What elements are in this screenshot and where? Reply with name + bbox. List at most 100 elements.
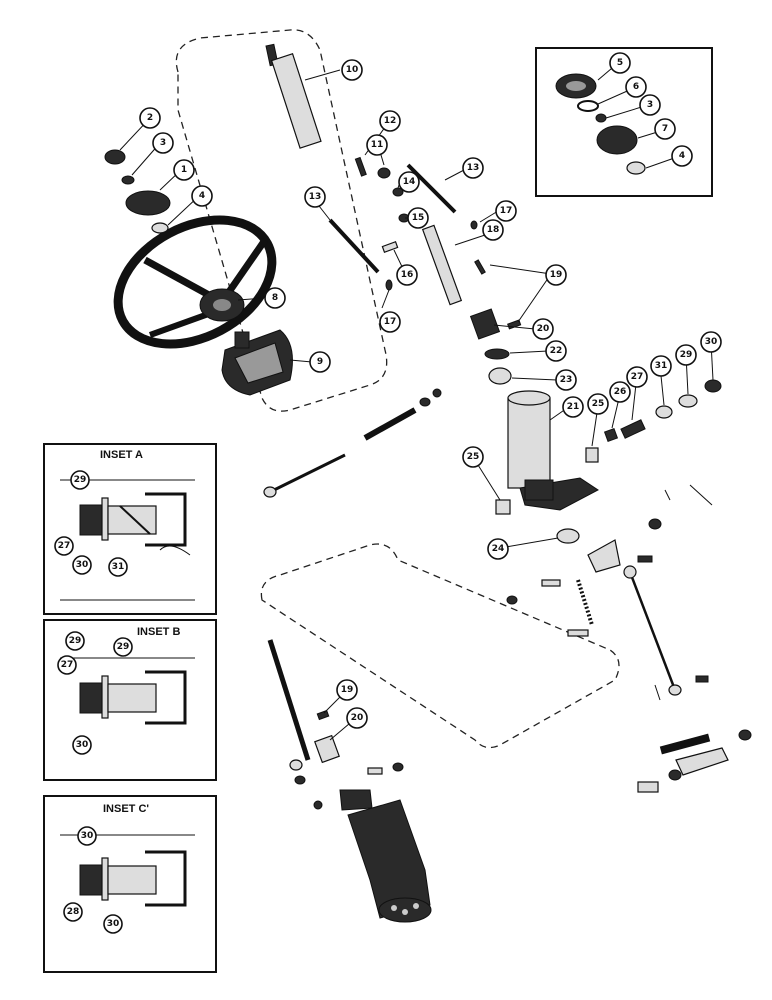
svg-text:24: 24 <box>492 544 505 554</box>
pivot-pin <box>363 407 417 441</box>
callout-11: 11 <box>366 134 388 156</box>
callout-17-right: 17 <box>495 200 517 222</box>
callout-2: 2 <box>139 107 161 129</box>
svg-text:19: 19 <box>550 270 563 280</box>
svg-text:12: 12 <box>384 116 397 126</box>
svg-text:27: 27 <box>631 372 644 382</box>
callout-3-inset: 3 <box>639 94 661 116</box>
svg-text:27: 27 <box>58 541 71 551</box>
svg-text:30: 30 <box>76 740 89 750</box>
shaft-18 <box>421 224 463 306</box>
linkage-hardware <box>506 484 752 793</box>
callout-19-lower: 19 <box>336 679 358 701</box>
svg-text:20: 20 <box>351 713 364 723</box>
callout-22: 22 <box>545 340 567 362</box>
svg-text:26: 26 <box>614 387 627 397</box>
steering-cover <box>221 329 293 396</box>
yoke-seal-bushing <box>469 308 512 385</box>
svg-text:13: 13 <box>467 163 480 173</box>
svg-text:29: 29 <box>680 350 693 360</box>
svg-text:3: 3 <box>160 138 166 148</box>
adjuster-stack <box>603 379 722 443</box>
inset-a-title: INSET A <box>100 449 143 461</box>
svg-text:30: 30 <box>705 337 718 347</box>
svg-text:25: 25 <box>467 452 480 462</box>
callout-13-left: 13 <box>304 186 326 208</box>
retainer-inset-box <box>535 47 713 197</box>
svg-text:27: 27 <box>61 660 74 670</box>
column-tube <box>507 390 599 511</box>
svg-text:30: 30 <box>81 831 94 841</box>
svg-text:13: 13 <box>309 192 322 202</box>
callout-4-inset: 4 <box>671 145 693 167</box>
svg-text:19: 19 <box>341 685 354 695</box>
svg-text:20: 20 <box>537 324 550 334</box>
callout-12: 12 <box>379 110 401 132</box>
inset-c: INSET C' <box>43 795 217 973</box>
svg-text:31: 31 <box>655 361 668 371</box>
svg-text:25: 25 <box>592 399 605 409</box>
svg-text:16: 16 <box>401 270 414 280</box>
rod-13-right <box>406 163 457 214</box>
callout-24: 24 <box>487 538 509 560</box>
callout-23: 23 <box>555 369 577 391</box>
svg-text:17: 17 <box>500 206 513 216</box>
svg-text:7: 7 <box>662 124 668 134</box>
callout-21: 21 <box>562 396 584 418</box>
inset-a-callout-29: 29 <box>70 470 90 490</box>
steering-shaft-upper <box>265 43 322 149</box>
callout-29: 29 <box>675 344 697 366</box>
callout-9: 9 <box>309 351 331 373</box>
long-bolt <box>269 453 346 494</box>
callout-20-lower: 20 <box>346 707 368 729</box>
svg-text:29: 29 <box>117 642 130 652</box>
callout-25-left: 25 <box>462 446 484 468</box>
svg-text:4: 4 <box>679 151 685 161</box>
inset-c-callout-28: 28 <box>63 902 83 922</box>
lower-group-outline <box>260 543 620 749</box>
callout-16: 16 <box>396 264 418 286</box>
svg-text:5: 5 <box>617 58 623 68</box>
callout-18: 18 <box>482 219 504 241</box>
inset-b-callout-29a: 29 <box>65 631 85 651</box>
svg-text:31: 31 <box>112 562 125 572</box>
callout-27: 27 <box>626 366 648 388</box>
callout-7: 7 <box>654 118 676 140</box>
inset-a: INSET A <box>43 443 217 615</box>
inset-b-callout-29b: 29 <box>113 637 133 657</box>
callout-20: 20 <box>532 318 554 340</box>
callout-19: 19 <box>545 264 567 286</box>
svg-text:28: 28 <box>67 907 80 917</box>
inset-a-callout-31: 31 <box>108 557 128 577</box>
inset-b-title: INSET B <box>137 626 180 638</box>
svg-text:30: 30 <box>107 919 120 929</box>
svg-text:18: 18 <box>487 225 500 235</box>
inset-b-callout-30: 30 <box>72 735 92 755</box>
callout-30: 30 <box>700 331 722 353</box>
wheel-nut-assembly <box>104 149 171 234</box>
svg-text:29: 29 <box>69 636 82 646</box>
callout-17-left: 17 <box>379 311 401 333</box>
svg-text:17: 17 <box>384 317 397 327</box>
callout-8: 8 <box>264 287 286 309</box>
rod-13-left <box>328 218 380 274</box>
svg-text:8: 8 <box>272 293 278 303</box>
callout-25-right: 25 <box>587 393 609 415</box>
callout-13-right: 13 <box>462 157 484 179</box>
callout-15: 15 <box>407 207 429 229</box>
svg-text:30: 30 <box>76 560 89 570</box>
svg-text:23: 23 <box>560 375 573 385</box>
bushing-25-left <box>495 499 511 515</box>
callout-26: 26 <box>609 381 631 403</box>
svg-text:11: 11 <box>371 140 384 150</box>
svg-text:22: 22 <box>550 346 563 356</box>
inset-a-callout-27: 27 <box>54 536 74 556</box>
callout-6: 6 <box>625 76 647 98</box>
callout-14: 14 <box>398 171 420 193</box>
callout-1: 1 <box>173 159 195 181</box>
upper-group-outline <box>175 29 388 412</box>
inset-c-callout-30a: 30 <box>77 826 97 846</box>
svg-text:29: 29 <box>74 475 87 485</box>
callout-10: 10 <box>341 59 363 81</box>
